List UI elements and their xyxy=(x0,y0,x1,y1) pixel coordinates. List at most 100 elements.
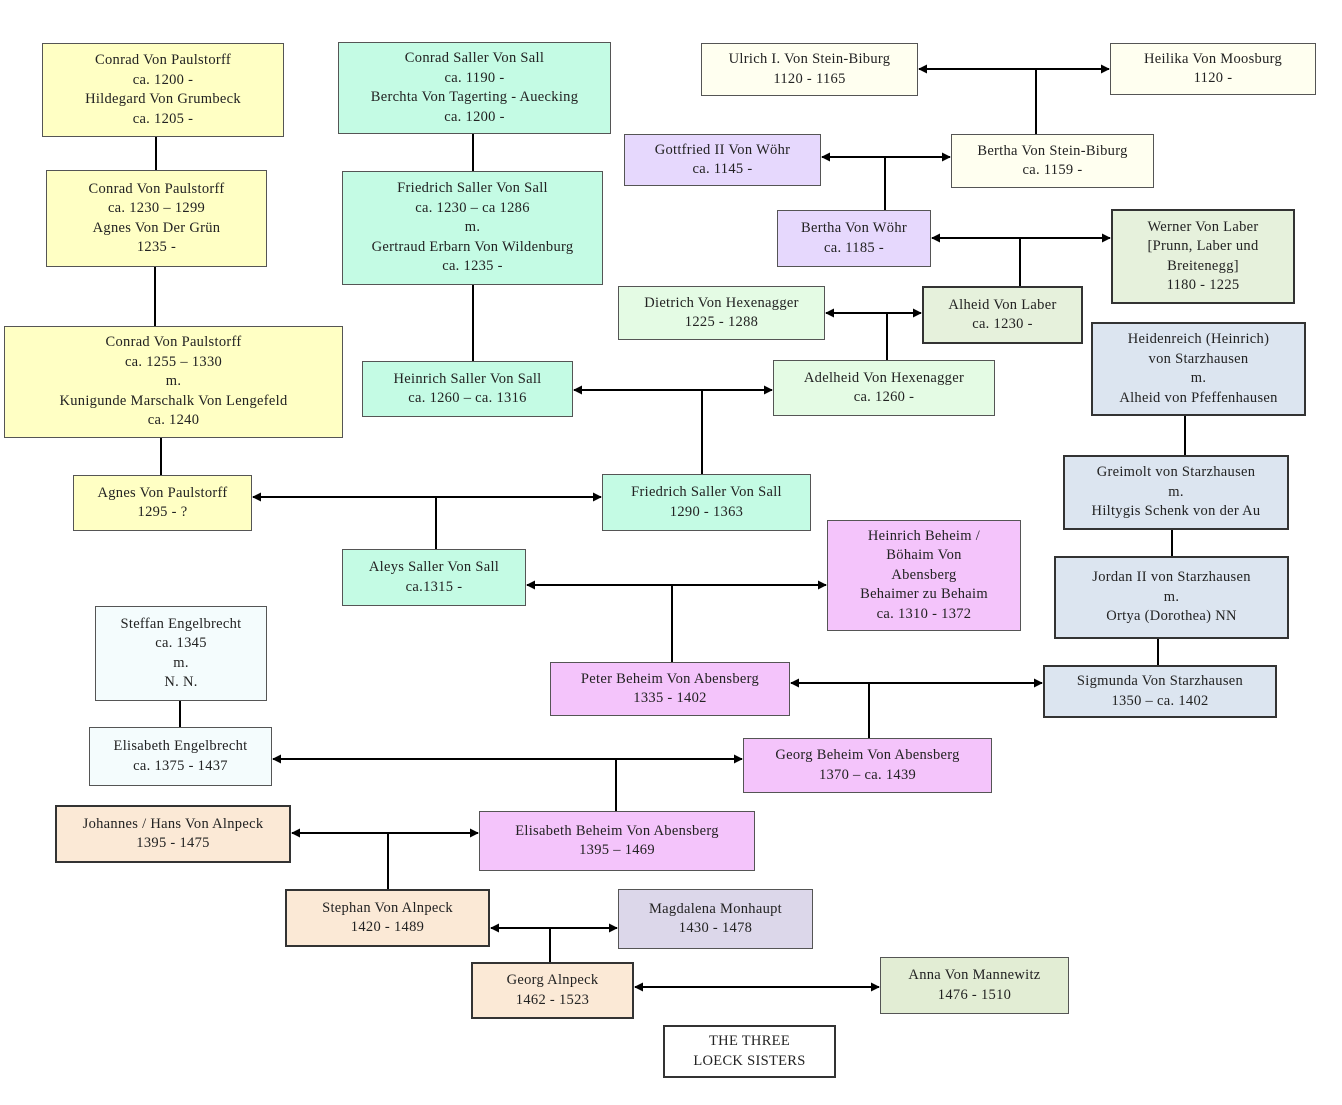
box-text-line: Stephan Von Alnpeck xyxy=(322,899,453,916)
box-text-line: Adelheid Von Hexenagger xyxy=(803,369,965,386)
box-text-line: ca. 1190 - xyxy=(444,69,505,86)
box-text-line: Alheid von Pfeffenhausen xyxy=(1119,389,1278,406)
box-text-line: 1225 - 1288 xyxy=(684,314,759,330)
person-box-greimolt: Greimolt von Starzhausen m. Hiltygis Schen… xyxy=(1063,455,1289,530)
box-text-line: Behaimer zu Behaim xyxy=(860,586,988,603)
box-text-line: ca. 1310 - 1372 xyxy=(876,605,972,622)
box-text-line: ca. 1240 xyxy=(147,412,200,429)
box-text-line: 1370 – ca. 1439 xyxy=(818,766,917,783)
box-text-line: Hiltygis Schenk von der Au xyxy=(1091,503,1261,520)
person-box-friedrich1290: Friedrich Saller Von Sall 1290 - 1363 xyxy=(602,474,811,531)
box-text-line: ca. 1200 - xyxy=(444,108,505,125)
box-text-line: Conrad Saller Von Sall xyxy=(404,50,545,66)
box-text-line: ca. 1260 - xyxy=(853,389,915,405)
box-text-line: m. xyxy=(1168,483,1184,500)
box-text-line: Heidenreich (Heinrich) xyxy=(1127,331,1270,347)
person-box-aleys: Aleys Saller Von Sall ca.1315 - xyxy=(342,549,526,606)
box-text-line: 1395 - 1475 xyxy=(136,835,210,851)
box-text-line: von Starzhausen xyxy=(1148,350,1249,367)
box-text-line: Alheid Von Laber xyxy=(948,296,1057,313)
box-text-line: m. xyxy=(464,219,481,236)
box-text-line: ca. 1235 - xyxy=(442,258,503,275)
box-text-line: Georg Alnpeck xyxy=(506,972,599,988)
box-text-line: Friedrich Saller Von Sall xyxy=(631,484,782,500)
box-text-line: Bertha Von Wöhr xyxy=(801,220,907,236)
box-text-line: m. xyxy=(1190,370,1207,386)
box-text-line: Agnes Von Paulstorff xyxy=(97,484,228,501)
box-text-line: Gertraud Erbarn Von Wildenburg xyxy=(371,238,574,255)
box-text-line: 1235 - xyxy=(136,239,177,255)
person-box-heilika: Heilika Von Moosburg 1120 - xyxy=(1110,43,1316,95)
person-box-adelheid: Adelheid Von Hexenagger ca. 1260 - xyxy=(773,360,995,416)
person-box-friedrich1230: Friedrich Saller Von Sall ca. 1230 – ca 1… xyxy=(342,171,603,285)
box-text-line: Hildegard Von Grumbeck xyxy=(85,91,241,107)
box-text-line: Kunigunde Marschalk Von Lengefeld xyxy=(59,392,288,409)
box-text-line: Bertha Von Stein-Biburg xyxy=(977,142,1128,159)
box-text-line: Ulrich I. Von Stein-Biburg xyxy=(728,51,891,67)
box-text-line: 1462 - 1523 xyxy=(515,991,590,1008)
box-text-line: Steffan Engelbrecht xyxy=(120,615,242,632)
person-box-heidenreich: Heidenreich (Heinrich) von Starzhausen m. A… xyxy=(1091,322,1306,416)
box-text-line: ca. 1230 – 1299 xyxy=(107,200,206,216)
box-text-line: ca. 1200 - xyxy=(132,71,194,88)
box-text-line: [Prunn, Laber und xyxy=(1147,238,1259,254)
box-text-line: Ortya (Dorothea) NN xyxy=(1106,608,1237,625)
box-text-line: Breitenegg] xyxy=(1167,257,1239,274)
box-text-line: Jordan II von Starzhausen xyxy=(1092,569,1251,586)
box-text-line: ca. 1260 – ca. 1316 xyxy=(408,390,527,406)
box-text-line: ca. 1145 - xyxy=(692,161,753,177)
box-text-line: Elisabeth Engelbrecht xyxy=(113,738,248,754)
box-text-line: 1476 - 1510 xyxy=(937,986,1012,1003)
box-text-line: m. xyxy=(165,373,182,390)
box-text-line: Anna Von Mannewitz xyxy=(908,967,1041,983)
box-text-line: Heinrich Saller Von Sall xyxy=(393,370,542,387)
box-text-line: 1120 - xyxy=(1193,70,1233,86)
box-text-line: Conrad Von Paulstorff xyxy=(105,334,242,351)
box-text-line: ca. 1375 - 1437 xyxy=(133,757,228,774)
person-box-elisabethengel: Elisabeth Engelbrecht ca. 1375 - 1437 xyxy=(89,727,272,786)
box-text-line: 1290 - 1363 xyxy=(669,503,744,520)
person-box-ulrich: Ulrich I. Von Stein-Biburg 1120 - 1165 xyxy=(701,43,918,96)
person-box-heinrichsaller: Heinrich Saller Von Sall ca. 1260 – ca. 1… xyxy=(362,361,573,417)
box-text-line: N. N. xyxy=(164,674,198,690)
box-text-line: Aleys Saller Von Sall xyxy=(368,559,500,575)
box-text-line: ca.1315 - xyxy=(405,578,463,595)
box-text-line: Agnes Von Der Grün xyxy=(92,219,221,236)
box-text-line: ca. 1159 - xyxy=(1022,162,1083,178)
box-text-line: Dietrich Von Hexenagger xyxy=(644,294,799,311)
box-text-line: 1350 – ca. 1402 xyxy=(1111,692,1209,709)
box-text-line: THE THREE xyxy=(709,1033,790,1049)
person-box-jordan: Jordan II von Starzhausen m. Ortya (Doroth… xyxy=(1054,556,1289,639)
box-text-line: m. xyxy=(1163,588,1180,605)
box-text-line: LOECK SISTERS xyxy=(693,1052,806,1069)
box-text-line: Friedrich Saller Von Sall xyxy=(397,180,548,197)
box-text-line: ca. 1230 – ca 1286 xyxy=(415,199,530,216)
box-text-line: 1180 - 1225 xyxy=(1166,277,1240,293)
box-text-line: Böhaim Von xyxy=(886,547,962,564)
title-box-three-loeck-sisters: THE THREE LOECK SISTERS xyxy=(663,1025,836,1078)
box-text-line: Peter Beheim Von Abensberg xyxy=(580,670,760,687)
box-text-line: Johannes / Hans Von Alnpeck xyxy=(82,815,264,832)
box-text-line: 1120 - 1165 xyxy=(773,70,846,87)
box-text-line: Georg Beheim Von Abensberg xyxy=(775,747,960,763)
box-text-line: Greimolt von Starzhausen xyxy=(1096,464,1256,481)
box-text-line: Conrad Von Paulstorff xyxy=(88,180,225,197)
box-text-line: Heilika Von Moosburg xyxy=(1143,50,1283,67)
person-box-conrad1255: Conrad Von Paulstorff ca. 1255 – 1330 m. Ku… xyxy=(4,326,343,438)
box-text-line: ca. 1255 – 1330 xyxy=(124,353,223,370)
